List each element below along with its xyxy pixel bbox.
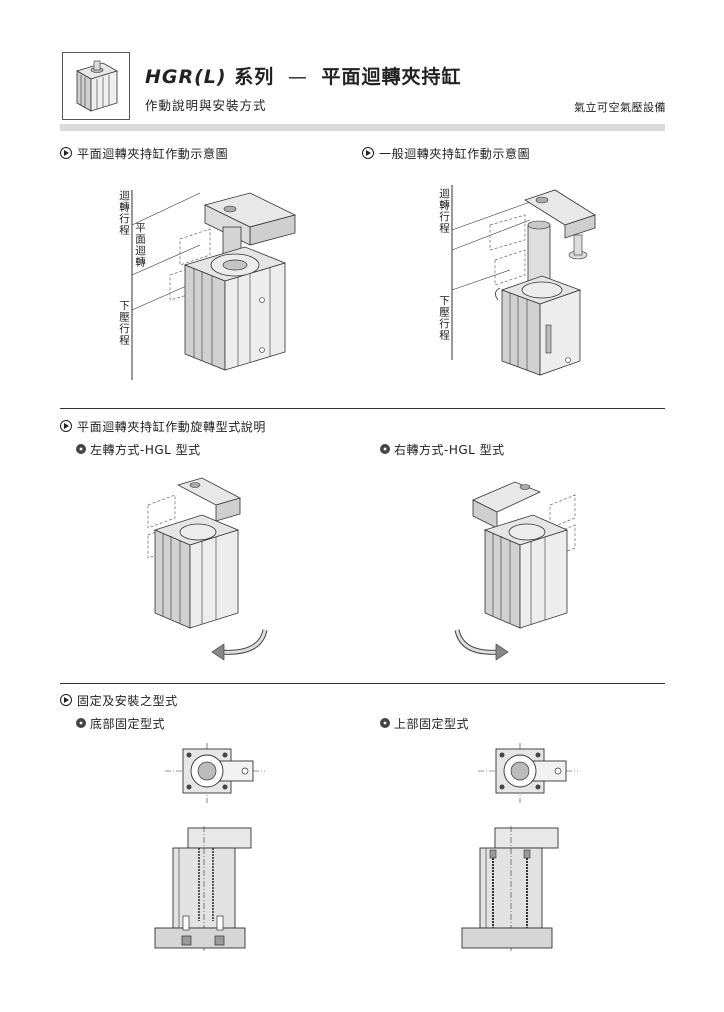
- subtitle-left-rotation: 左轉方式-HGL 型式: [76, 441, 201, 458]
- general-rotary-cylinder-diagram: [451, 185, 596, 376]
- cylinder-thumbnail-icon: [75, 60, 119, 112]
- left-rotation-cylinder-diagram: [147, 477, 268, 661]
- bottom-mount-top-view: [165, 743, 265, 803]
- subtitle-text: 上部固定型式: [394, 717, 470, 731]
- divider: [60, 683, 665, 684]
- subtitle-bottom-mount: 底部固定型式: [76, 715, 165, 732]
- product-thumbnail: [62, 52, 130, 120]
- flat-rotary-cylinder-diagram: [131, 190, 297, 380]
- series-word: 系列: [234, 66, 275, 88]
- divider: [60, 408, 665, 409]
- play-circle-icon: [60, 694, 72, 706]
- subtitle-top-mount: 上部固定型式: [380, 715, 469, 732]
- title-dash: —: [287, 66, 308, 88]
- bottom-mount-section-view: [154, 826, 252, 951]
- subtitle-text: 底部固定型式: [90, 717, 166, 731]
- section-title-general-rotary: 一般迴轉夾持缸作動示意圖: [362, 145, 530, 162]
- header-band: [60, 124, 665, 131]
- subtitle-text: 左轉方式-HGL 型式: [90, 443, 201, 457]
- play-circle-icon: [60, 420, 72, 432]
- right-rotation-cylinder-diagram: [454, 481, 576, 661]
- bullet-dot-icon: [380, 718, 390, 728]
- section-title-flat-rotary: 平面迴轉夾持缸作動示意圖: [60, 145, 228, 162]
- section-title-rotation-types: 平面迴轉夾持缸作動旋轉型式說明: [60, 418, 266, 435]
- label-press-stroke-general: 下壓行程: [438, 295, 450, 341]
- page-subtitle: 作動說明與安裝方式: [145, 98, 267, 113]
- company-name: 氣立可空氣壓設備: [574, 101, 666, 114]
- label-rotary-stroke-general: 迴轉行程: [438, 188, 450, 234]
- product-name: 平面迴轉夾持缸: [321, 66, 462, 88]
- bullet-dot-icon: [380, 444, 390, 454]
- subtitle-right-rotation: 右轉方式-HGL 型式: [380, 441, 505, 458]
- section-title-text: 平面迴轉夾持缸作動旋轉型式說明: [77, 420, 267, 434]
- bullet-dot-icon: [76, 444, 86, 454]
- series-code: HGR(L): [145, 66, 227, 88]
- label-flat-rotary: 平面迴轉: [134, 222, 146, 268]
- page-title: HGR(L) 系列 — 平面迴轉夾持缸: [145, 62, 462, 89]
- section-title-text: 固定及安裝之型式: [77, 694, 178, 708]
- label-press-stroke: 下壓行程: [118, 300, 130, 346]
- section-title-text: 平面迴轉夾持缸作動示意圖: [77, 147, 229, 161]
- section-title-text: 一般迴轉夾持缸作動示意圖: [379, 147, 531, 161]
- play-circle-icon: [362, 147, 374, 159]
- subtitle-text: 右轉方式-HGL 型式: [394, 443, 505, 457]
- bullet-dot-icon: [76, 718, 86, 728]
- label-rotary-stroke: 迴轉行程: [118, 190, 130, 236]
- top-mount-section-view: [461, 826, 559, 951]
- play-circle-icon: [60, 147, 72, 159]
- section-title-mounting-types: 固定及安裝之型式: [60, 692, 178, 709]
- top-mount-top-view: [478, 743, 578, 803]
